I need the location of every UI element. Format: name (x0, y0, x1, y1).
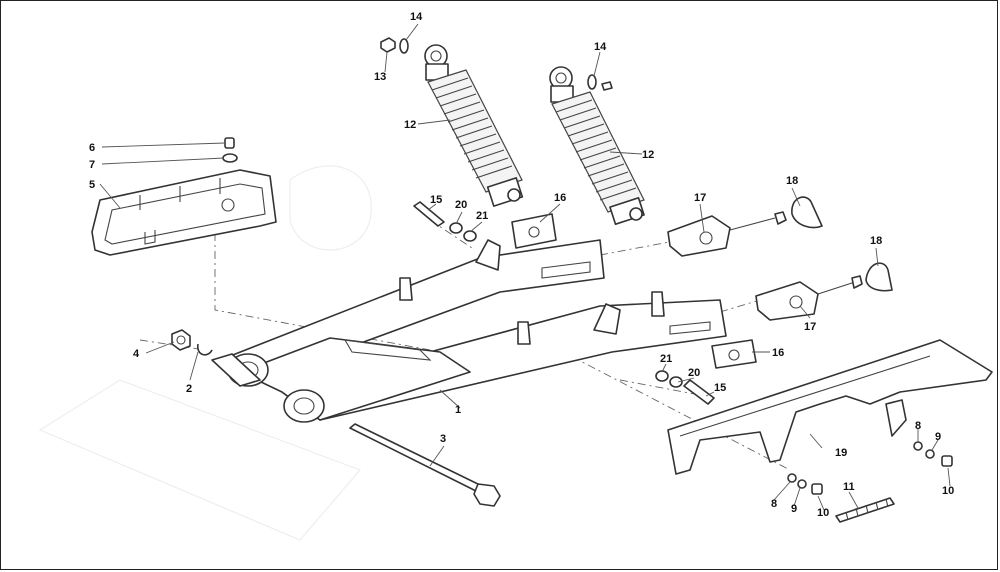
washer-part-21-upper (463, 230, 477, 242)
callout-8-lower: 8 (771, 498, 777, 510)
callout-18-lower: 18 (870, 235, 882, 247)
callout-17-upper: 17 (694, 192, 706, 204)
callout-17-lower: 17 (804, 321, 816, 333)
callout-6: 6 (89, 142, 95, 154)
washer-part-20-upper (449, 222, 463, 234)
chain-guard-lower (667, 339, 993, 475)
callout-12-right: 12 (642, 149, 654, 161)
callout-8-right: 8 (915, 420, 921, 432)
swing-arm (211, 239, 727, 423)
callout-13: 13 (374, 71, 386, 83)
washer-part-8-right (913, 441, 923, 451)
chain-part-11 (835, 497, 895, 523)
callout-10-right: 10 (942, 485, 954, 497)
chain-adjuster-upper (667, 211, 787, 257)
callout-1: 1 (455, 404, 461, 416)
callout-15-lower: 15 (714, 382, 726, 394)
callout-11: 11 (843, 481, 855, 493)
callout-18-upper: 18 (786, 175, 798, 187)
shock-absorber-left (424, 44, 524, 207)
callout-10-lower: 10 (817, 507, 829, 519)
callout-9-right: 9 (935, 431, 941, 443)
block-part-16-upper (511, 213, 557, 249)
callout-19: 19 (835, 447, 847, 459)
washer-part-21-lower (655, 370, 669, 382)
bolt-part-10-lower (811, 483, 823, 495)
washer-part-14-left (399, 38, 409, 54)
leader-lines (99, 23, 951, 511)
nut-part-13 (380, 37, 396, 53)
bolt-part-15-upper (413, 201, 445, 227)
callout-20-lower: 20 (688, 367, 700, 379)
bolt-part-6 (224, 137, 235, 149)
callout-16-lower: 16 (772, 347, 784, 359)
bolt-part-10-right (941, 455, 953, 467)
chain-adjuster-lower (755, 275, 863, 321)
shock-absorber-right (549, 66, 645, 225)
adjuster-cap-upper (791, 196, 823, 229)
callout-21-lower: 21 (660, 353, 672, 365)
callouts: 1 2 3 4 5 6 7 8 8 9 9 10 10 11 12 12 13 … (89, 11, 954, 519)
callout-12-left: 12 (404, 119, 416, 131)
bolt-part-15-lower (683, 379, 715, 405)
block-part-16-lower (711, 339, 757, 369)
washer-part-20-lower (669, 376, 683, 388)
washer-part-9-right (925, 449, 935, 459)
callout-4: 4 (133, 348, 140, 360)
pivot-nut-part-4 (171, 329, 191, 351)
callout-21-upper: 21 (476, 210, 488, 222)
watermark (38, 165, 372, 541)
callout-7: 7 (89, 159, 95, 171)
callout-14-right: 14 (594, 41, 607, 53)
washer-part-14-right (587, 74, 613, 91)
callout-5: 5 (89, 179, 95, 191)
callout-20-upper: 20 (455, 199, 467, 211)
callout-9-lower: 9 (791, 503, 797, 515)
pivot-bolt-part-3 (349, 423, 501, 507)
spacer-part-2 (197, 343, 213, 356)
chain-guard-top (91, 169, 277, 256)
adjuster-cap-lower (865, 262, 893, 292)
callout-3: 3 (440, 433, 446, 445)
callout-14-left: 14 (410, 11, 423, 23)
washer-part-9-lower (797, 479, 807, 489)
callout-15-upper: 15 (430, 194, 442, 206)
washer-part-8-lower (787, 473, 797, 483)
callout-2: 2 (186, 383, 192, 395)
washer-part-7 (222, 153, 238, 163)
callout-16-upper: 16 (554, 192, 566, 204)
